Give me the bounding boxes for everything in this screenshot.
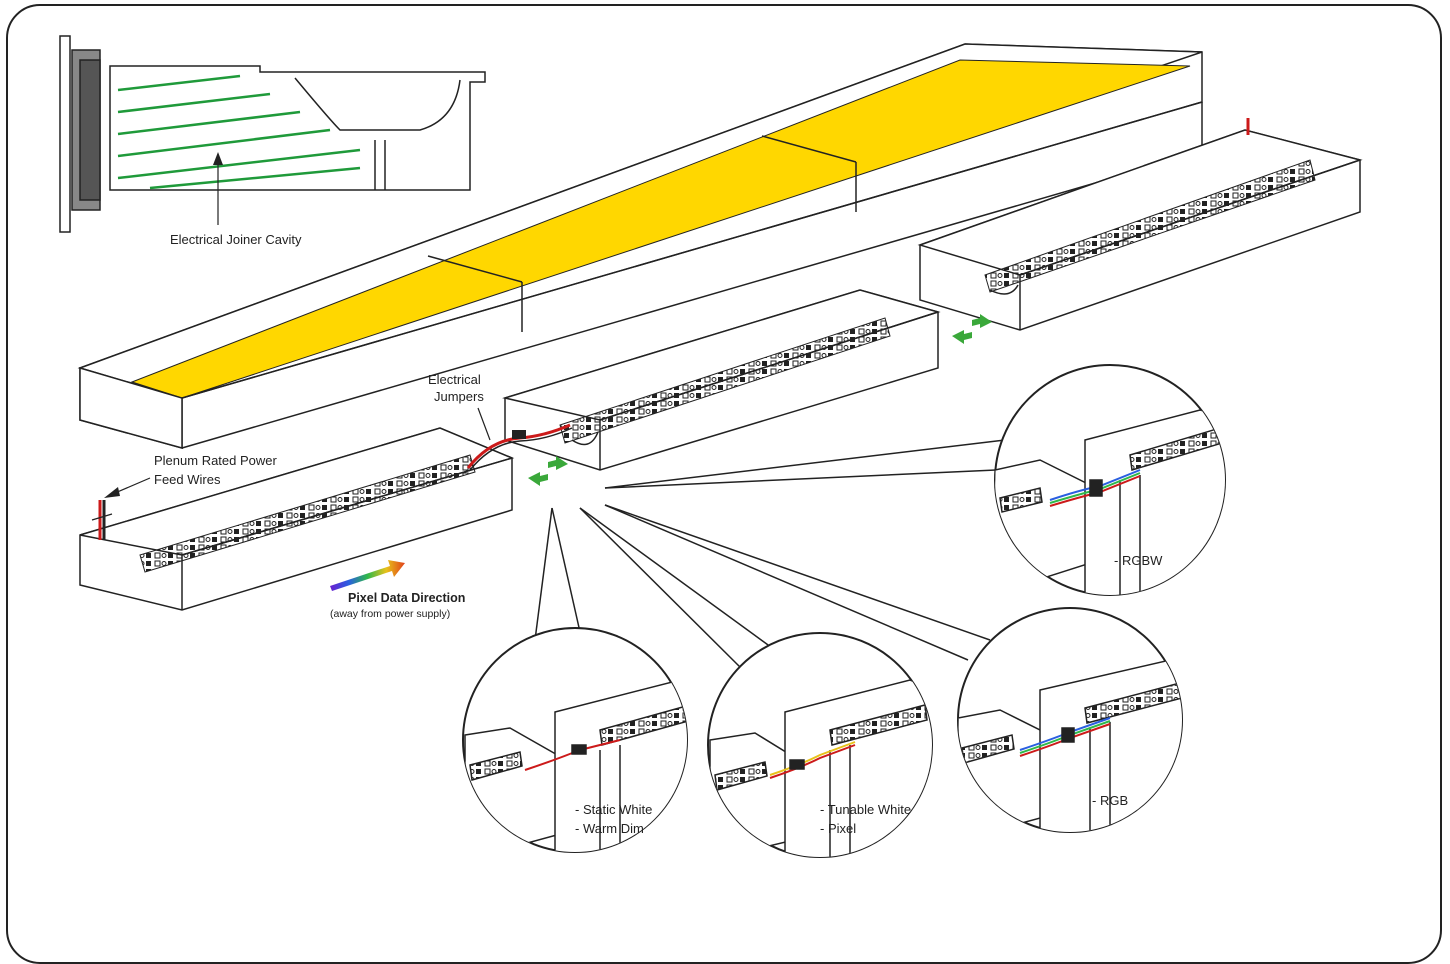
long-fixture bbox=[77, 43, 1203, 449]
detail-circle-rgb bbox=[957, 607, 1183, 833]
joiner-cavity-label: Electrical Joiner Cavity bbox=[170, 232, 302, 247]
gradient-arrow-icon bbox=[330, 560, 405, 591]
jumpers-label-line2: Jumpers bbox=[434, 389, 484, 404]
pixel-direction-label: Pixel Data Direction bbox=[348, 591, 466, 605]
left-fixture bbox=[79, 427, 515, 611]
detail-circle-tunable bbox=[707, 632, 933, 858]
electrical-jumpers bbox=[466, 423, 573, 471]
detail-static-label-1: - Static White bbox=[575, 802, 653, 817]
jumpers-leader bbox=[477, 407, 491, 441]
power-feed-wires bbox=[91, 500, 113, 540]
right-fixture bbox=[917, 118, 1363, 331]
plenum-arrow-icon bbox=[104, 487, 120, 498]
detail-circle-static bbox=[462, 627, 688, 853]
cavity-arrow-icon bbox=[213, 152, 223, 165]
detail-tunable-label-2: - Pixel bbox=[820, 821, 857, 836]
middle-fixture bbox=[502, 289, 941, 471]
cross-section-inset bbox=[59, 35, 486, 233]
detail-rgbw-label: - RGBW bbox=[1114, 553, 1163, 568]
detail-rgb-label: - RGB bbox=[1092, 793, 1129, 808]
plenum-label-line2: Feed Wires bbox=[154, 472, 221, 487]
detail-circle-rgbw bbox=[994, 364, 1226, 596]
jumpers-label-line1: Electrical bbox=[428, 372, 481, 387]
plenum-label-line1: Plenum Rated Power bbox=[154, 453, 277, 468]
fixture-assembly-diagram bbox=[59, 35, 1363, 858]
green-arrow-icon bbox=[528, 314, 992, 486]
callout-lines bbox=[534, 439, 1006, 673]
pixel-direction-note: (away from power supply) bbox=[330, 608, 451, 620]
cavity-hatch bbox=[117, 74, 361, 190]
detail-static-label-2: - Warm Dim bbox=[575, 821, 644, 836]
detail-tunable-label-1: - Tunable White bbox=[820, 802, 912, 817]
